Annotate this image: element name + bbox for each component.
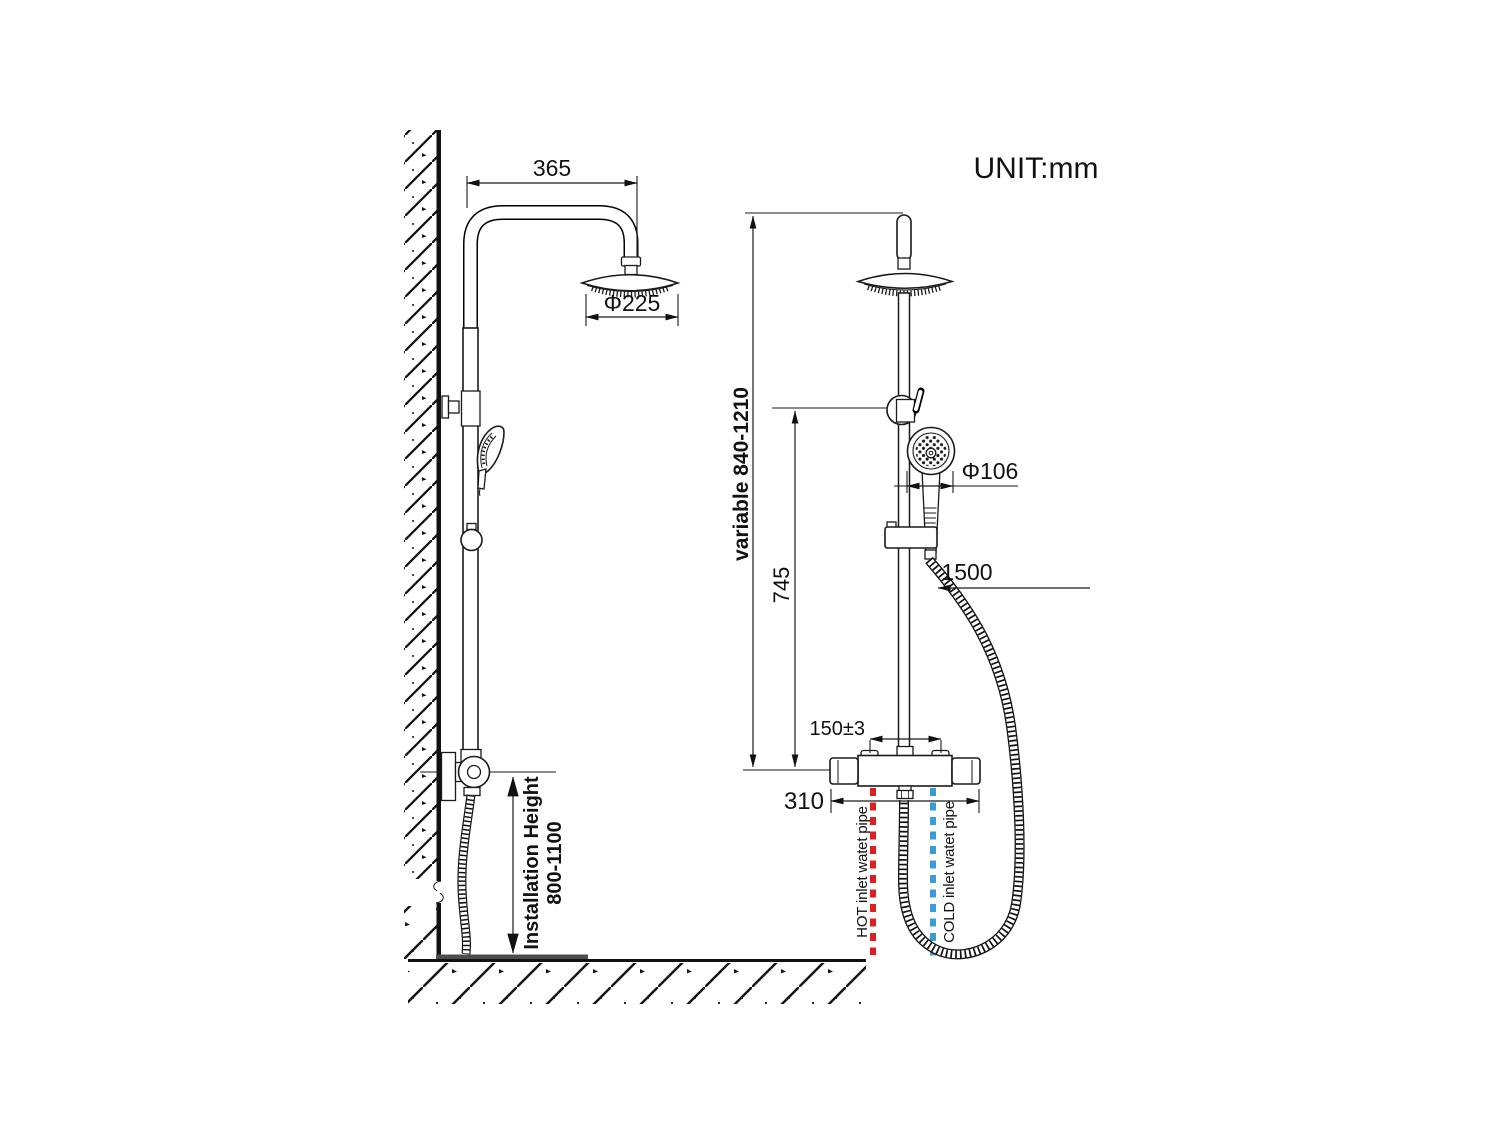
head-spray-fringe: [591, 285, 669, 298]
installation-height-range: 800-1100: [544, 821, 566, 904]
front-overhead-shower-head: [855, 272, 955, 297]
floor-line: [408, 959, 866, 962]
front-riser-pipe: [897, 292, 911, 756]
dim-hose-length-label: 1500: [941, 559, 992, 585]
front-valve: [829, 745, 981, 800]
dim-total-height: variable 840-1210: [730, 215, 757, 768]
hose-connector-nut: [924, 549, 937, 560]
cold-inlet-pipe-label: COLD inlet watet pipe: [941, 801, 958, 943]
wall-line-upper: [436, 130, 441, 881]
side-view: 365 Φ225 Installation Height 800-1100: [404, 130, 866, 1004]
side-overhead-shower-head: [579, 256, 681, 298]
floor-hatch: [408, 963, 866, 1004]
valve-hose-nut: [896, 789, 914, 800]
front-riser-top: [896, 214, 912, 270]
front-view: variable 840-1210 745: [730, 212, 1090, 957]
head-connector-nut: [620, 256, 642, 267]
floor-reference-bar: [436, 954, 588, 960]
installation-height-label: Installation Height: [521, 776, 543, 950]
side-hand-shower: [476, 425, 505, 497]
valve-right-handle: [951, 757, 981, 785]
dim-hose-length: 1500: [937, 559, 1090, 592]
wall-section: [404, 130, 444, 960]
dim-head-diameter: Φ225: [585, 290, 679, 326]
dim-valve-width-label: 310: [784, 788, 824, 815]
dim-hand-shower-diameter-label: Φ106: [962, 458, 1019, 484]
side-hand-shower-handle: [477, 468, 487, 490]
wall-break-squiggle-top: [433, 880, 442, 892]
head-connector-stem: [624, 264, 638, 276]
front-wall-bracket: [886, 387, 925, 426]
front-slider-bracket: [884, 521, 938, 560]
side-valve-hose-nut: [463, 786, 481, 797]
floor-section: [408, 954, 866, 1004]
side-valve: [440, 748, 491, 802]
side-shower-arm: [463, 205, 639, 336]
dim-inlet-spacing: 150±3: [810, 718, 942, 753]
dim-bracket-height: 745: [769, 410, 799, 768]
diverter-lever: [914, 390, 923, 411]
dim-arm-length: 365: [466, 155, 638, 256]
dim-valve-width: 310: [784, 788, 980, 815]
wall-line-lower: [436, 903, 441, 960]
wall-hatch-lower: [404, 906, 437, 959]
hot-inlet-pipe-label: HOT inlet watet pipe: [854, 806, 871, 938]
unit-label: UNIT:mm: [974, 152, 1099, 185]
dim-inlet-spacing-label: 150±3: [810, 718, 865, 740]
valve-left-handle: [829, 757, 859, 785]
dim-total-height-label: variable 840-1210: [730, 387, 753, 561]
wall-hatch-upper: [404, 130, 437, 879]
dim-installation-height: Installation Height 800-1100: [507, 776, 566, 954]
dim-hand-shower-diameter: Φ106: [894, 458, 1018, 493]
wall-break-squiggle-bottom: [435, 892, 444, 904]
side-wall-bracket: [441, 390, 481, 427]
valve-body: [857, 754, 953, 787]
dim-bracket-height-label: 745: [769, 567, 794, 604]
dim-arm-length-label: 365: [533, 155, 571, 181]
side-slider-knob: [460, 522, 483, 552]
side-hose: [462, 795, 471, 954]
dim-head-diameter-label: Φ225: [604, 290, 661, 316]
